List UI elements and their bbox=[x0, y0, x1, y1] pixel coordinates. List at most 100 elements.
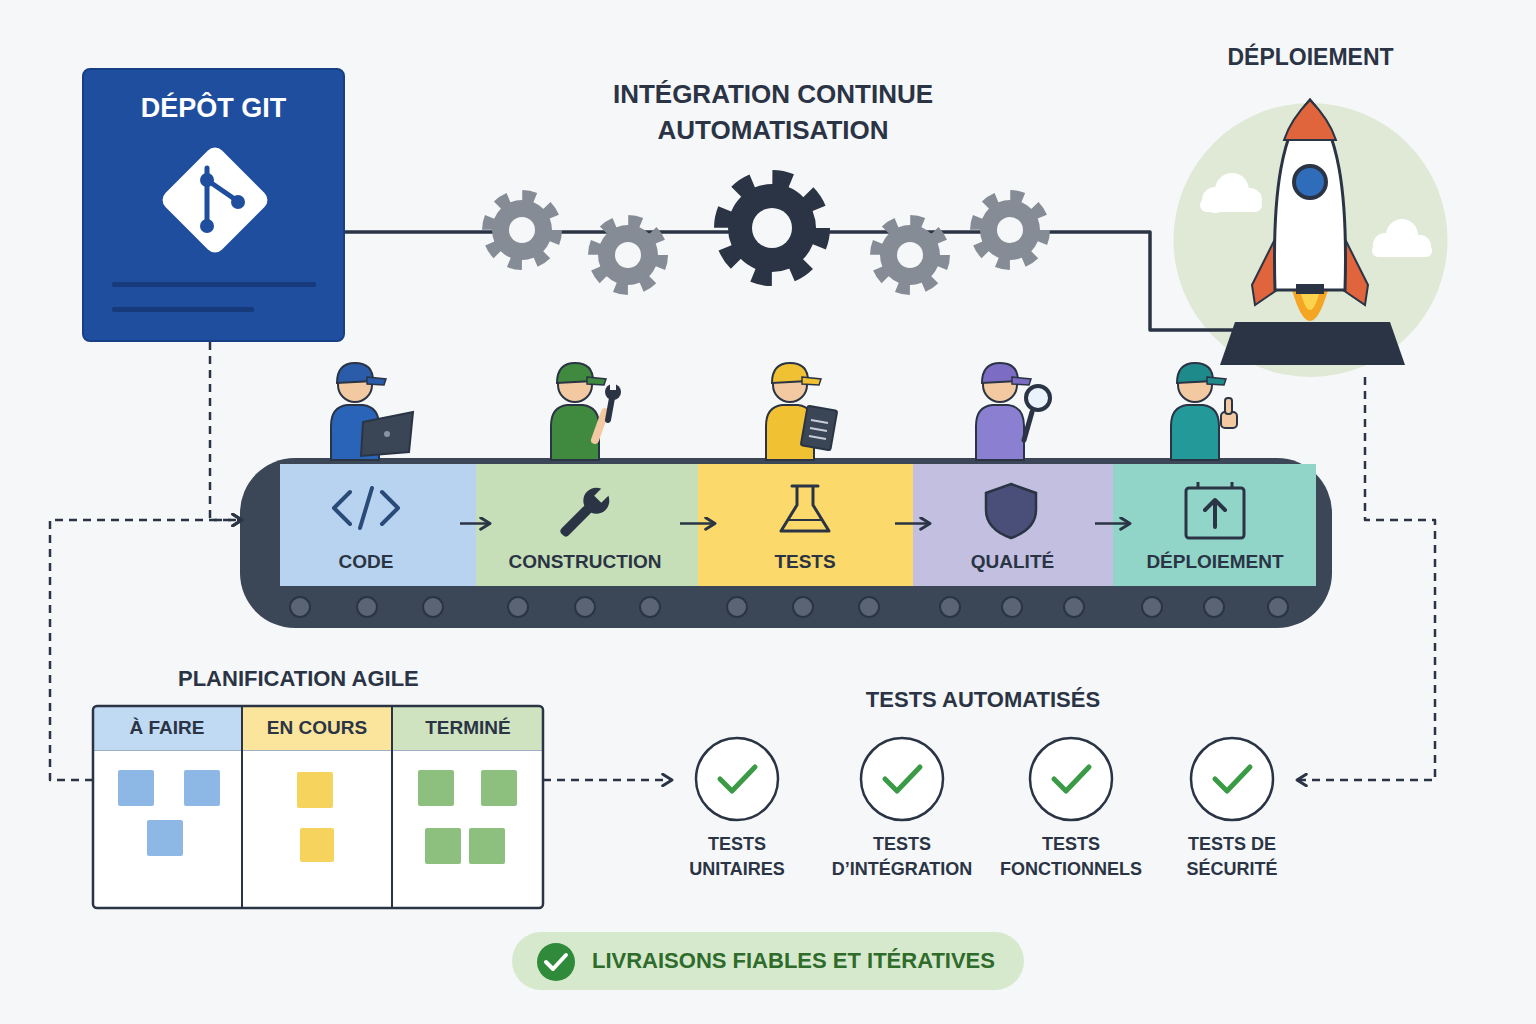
flask-icon-part bbox=[787, 519, 823, 521]
wrench-icon bbox=[553, 480, 617, 544]
worker-figure-part bbox=[1207, 377, 1226, 385]
test-check: TESTS FONCTIONNELS bbox=[986, 736, 1156, 886]
belt-rollers-part bbox=[859, 597, 879, 617]
worker-figure-part bbox=[1178, 368, 1212, 402]
repo-line bbox=[112, 307, 254, 312]
check-ring bbox=[1191, 738, 1273, 820]
sticky-note-part bbox=[425, 828, 461, 864]
flask-icon-part bbox=[781, 486, 829, 531]
wire bbox=[1173, 328, 1240, 332]
quality-panel bbox=[913, 464, 1113, 586]
worker-figure-part bbox=[1012, 377, 1031, 385]
worker-figure-part bbox=[1177, 363, 1213, 383]
belt-rollers bbox=[290, 597, 1288, 617]
gear-part bbox=[492, 200, 552, 260]
pipeline-stage: CONSTRUCTION bbox=[490, 462, 680, 585]
main-gear-part bbox=[752, 208, 792, 248]
check-badge bbox=[537, 943, 575, 981]
worker-figure-part bbox=[802, 377, 821, 385]
gear-part bbox=[615, 242, 641, 268]
sticky-note-part bbox=[297, 772, 333, 808]
flask-icon-part bbox=[792, 485, 818, 488]
check-mark bbox=[1054, 767, 1089, 791]
deploy-icon-part bbox=[1186, 488, 1244, 538]
belt-rollers-part bbox=[727, 597, 747, 617]
connector bbox=[50, 520, 242, 780]
gear bbox=[488, 196, 556, 264]
worker-figure-part bbox=[1171, 405, 1219, 460]
worker-figure bbox=[976, 363, 1050, 460]
worker-figure bbox=[331, 363, 413, 460]
deploy-icon-part bbox=[1198, 482, 1232, 488]
worker-figure-part bbox=[587, 377, 606, 385]
worker-figure-part bbox=[558, 368, 592, 402]
node-text: TESTS D’INTÉGRATION bbox=[812, 832, 992, 882]
pipeline-stage: TESTS bbox=[715, 462, 895, 585]
belt-rollers-part bbox=[423, 597, 443, 617]
worker-figure-part bbox=[1221, 412, 1237, 428]
cloud-part bbox=[1386, 219, 1418, 251]
worker-figure-part bbox=[976, 405, 1024, 460]
deploy-panel bbox=[1113, 464, 1316, 586]
belt-rollers-part bbox=[640, 597, 660, 617]
cloud-part bbox=[1372, 244, 1432, 257]
rocket-part bbox=[1252, 235, 1277, 305]
worker-figure-part bbox=[551, 405, 599, 460]
result-pill: LIVRAISONS FIABLES ET ITÉRATIVES bbox=[512, 932, 1024, 990]
code-icon bbox=[334, 488, 398, 528]
sticky-note-part bbox=[481, 770, 517, 806]
check-ring bbox=[1030, 738, 1112, 820]
sticky-note-part bbox=[147, 820, 183, 856]
node-text: TESTS DE SÉCURITÉ bbox=[1167, 832, 1297, 882]
tests-panel bbox=[698, 464, 913, 586]
node-text: QUALITÉ bbox=[930, 551, 1095, 573]
check-circle bbox=[812, 736, 992, 824]
sticky-note-part bbox=[118, 770, 154, 806]
connector bbox=[680, 522, 715, 525]
section-label: TESTS AUTOMATISÉS bbox=[783, 687, 1183, 713]
git-logo-part bbox=[200, 173, 214, 187]
worker-figure-part bbox=[608, 398, 612, 420]
sticky-note bbox=[297, 772, 334, 862]
sticky-note-part bbox=[300, 828, 334, 862]
git-logo-part bbox=[158, 143, 271, 256]
shield-icon bbox=[986, 484, 1036, 538]
worker-figure-part bbox=[337, 363, 373, 383]
test-check: TESTS UNITAIRES bbox=[672, 736, 802, 886]
flask-icon bbox=[781, 486, 829, 531]
worker-figure-part bbox=[772, 363, 808, 383]
cloud bbox=[1200, 173, 1262, 213]
worker-figure-part bbox=[361, 412, 413, 456]
sticky-note-part bbox=[184, 770, 220, 806]
cloud bbox=[1372, 219, 1432, 257]
node-text: TERMINÉ bbox=[393, 706, 543, 751]
rocket-part bbox=[1292, 290, 1328, 321]
main-gear bbox=[722, 178, 822, 278]
deployment-circle: DÉPLOIEMENT bbox=[1173, 40, 1448, 377]
rocket-part bbox=[1284, 100, 1336, 140]
worker-figure-part bbox=[338, 368, 372, 402]
worker-figure-part bbox=[809, 420, 828, 439]
kanban-column: À FAIRE bbox=[93, 706, 243, 908]
git-logo-part bbox=[200, 219, 214, 233]
test-check: TESTS DE SÉCURITÉ bbox=[1167, 736, 1297, 886]
worker-figure-part bbox=[801, 406, 837, 451]
gear bbox=[876, 221, 944, 289]
worker-figure-part bbox=[367, 377, 386, 385]
repo-line bbox=[112, 282, 316, 287]
main-gear-part bbox=[728, 184, 816, 272]
gear-part bbox=[997, 217, 1023, 243]
gear-part bbox=[976, 196, 1044, 264]
connector bbox=[345, 232, 1173, 330]
gear-part bbox=[488, 196, 556, 264]
check-mark bbox=[1215, 767, 1250, 791]
git-logo-part bbox=[231, 195, 245, 209]
git-logo bbox=[158, 143, 271, 256]
gear-part bbox=[897, 242, 923, 268]
wrench-icon-part bbox=[594, 486, 611, 503]
connector bbox=[895, 522, 930, 525]
gear-part bbox=[594, 221, 662, 289]
pipeline-stage: CODE bbox=[242, 462, 460, 585]
worker-figure-part bbox=[773, 368, 807, 402]
